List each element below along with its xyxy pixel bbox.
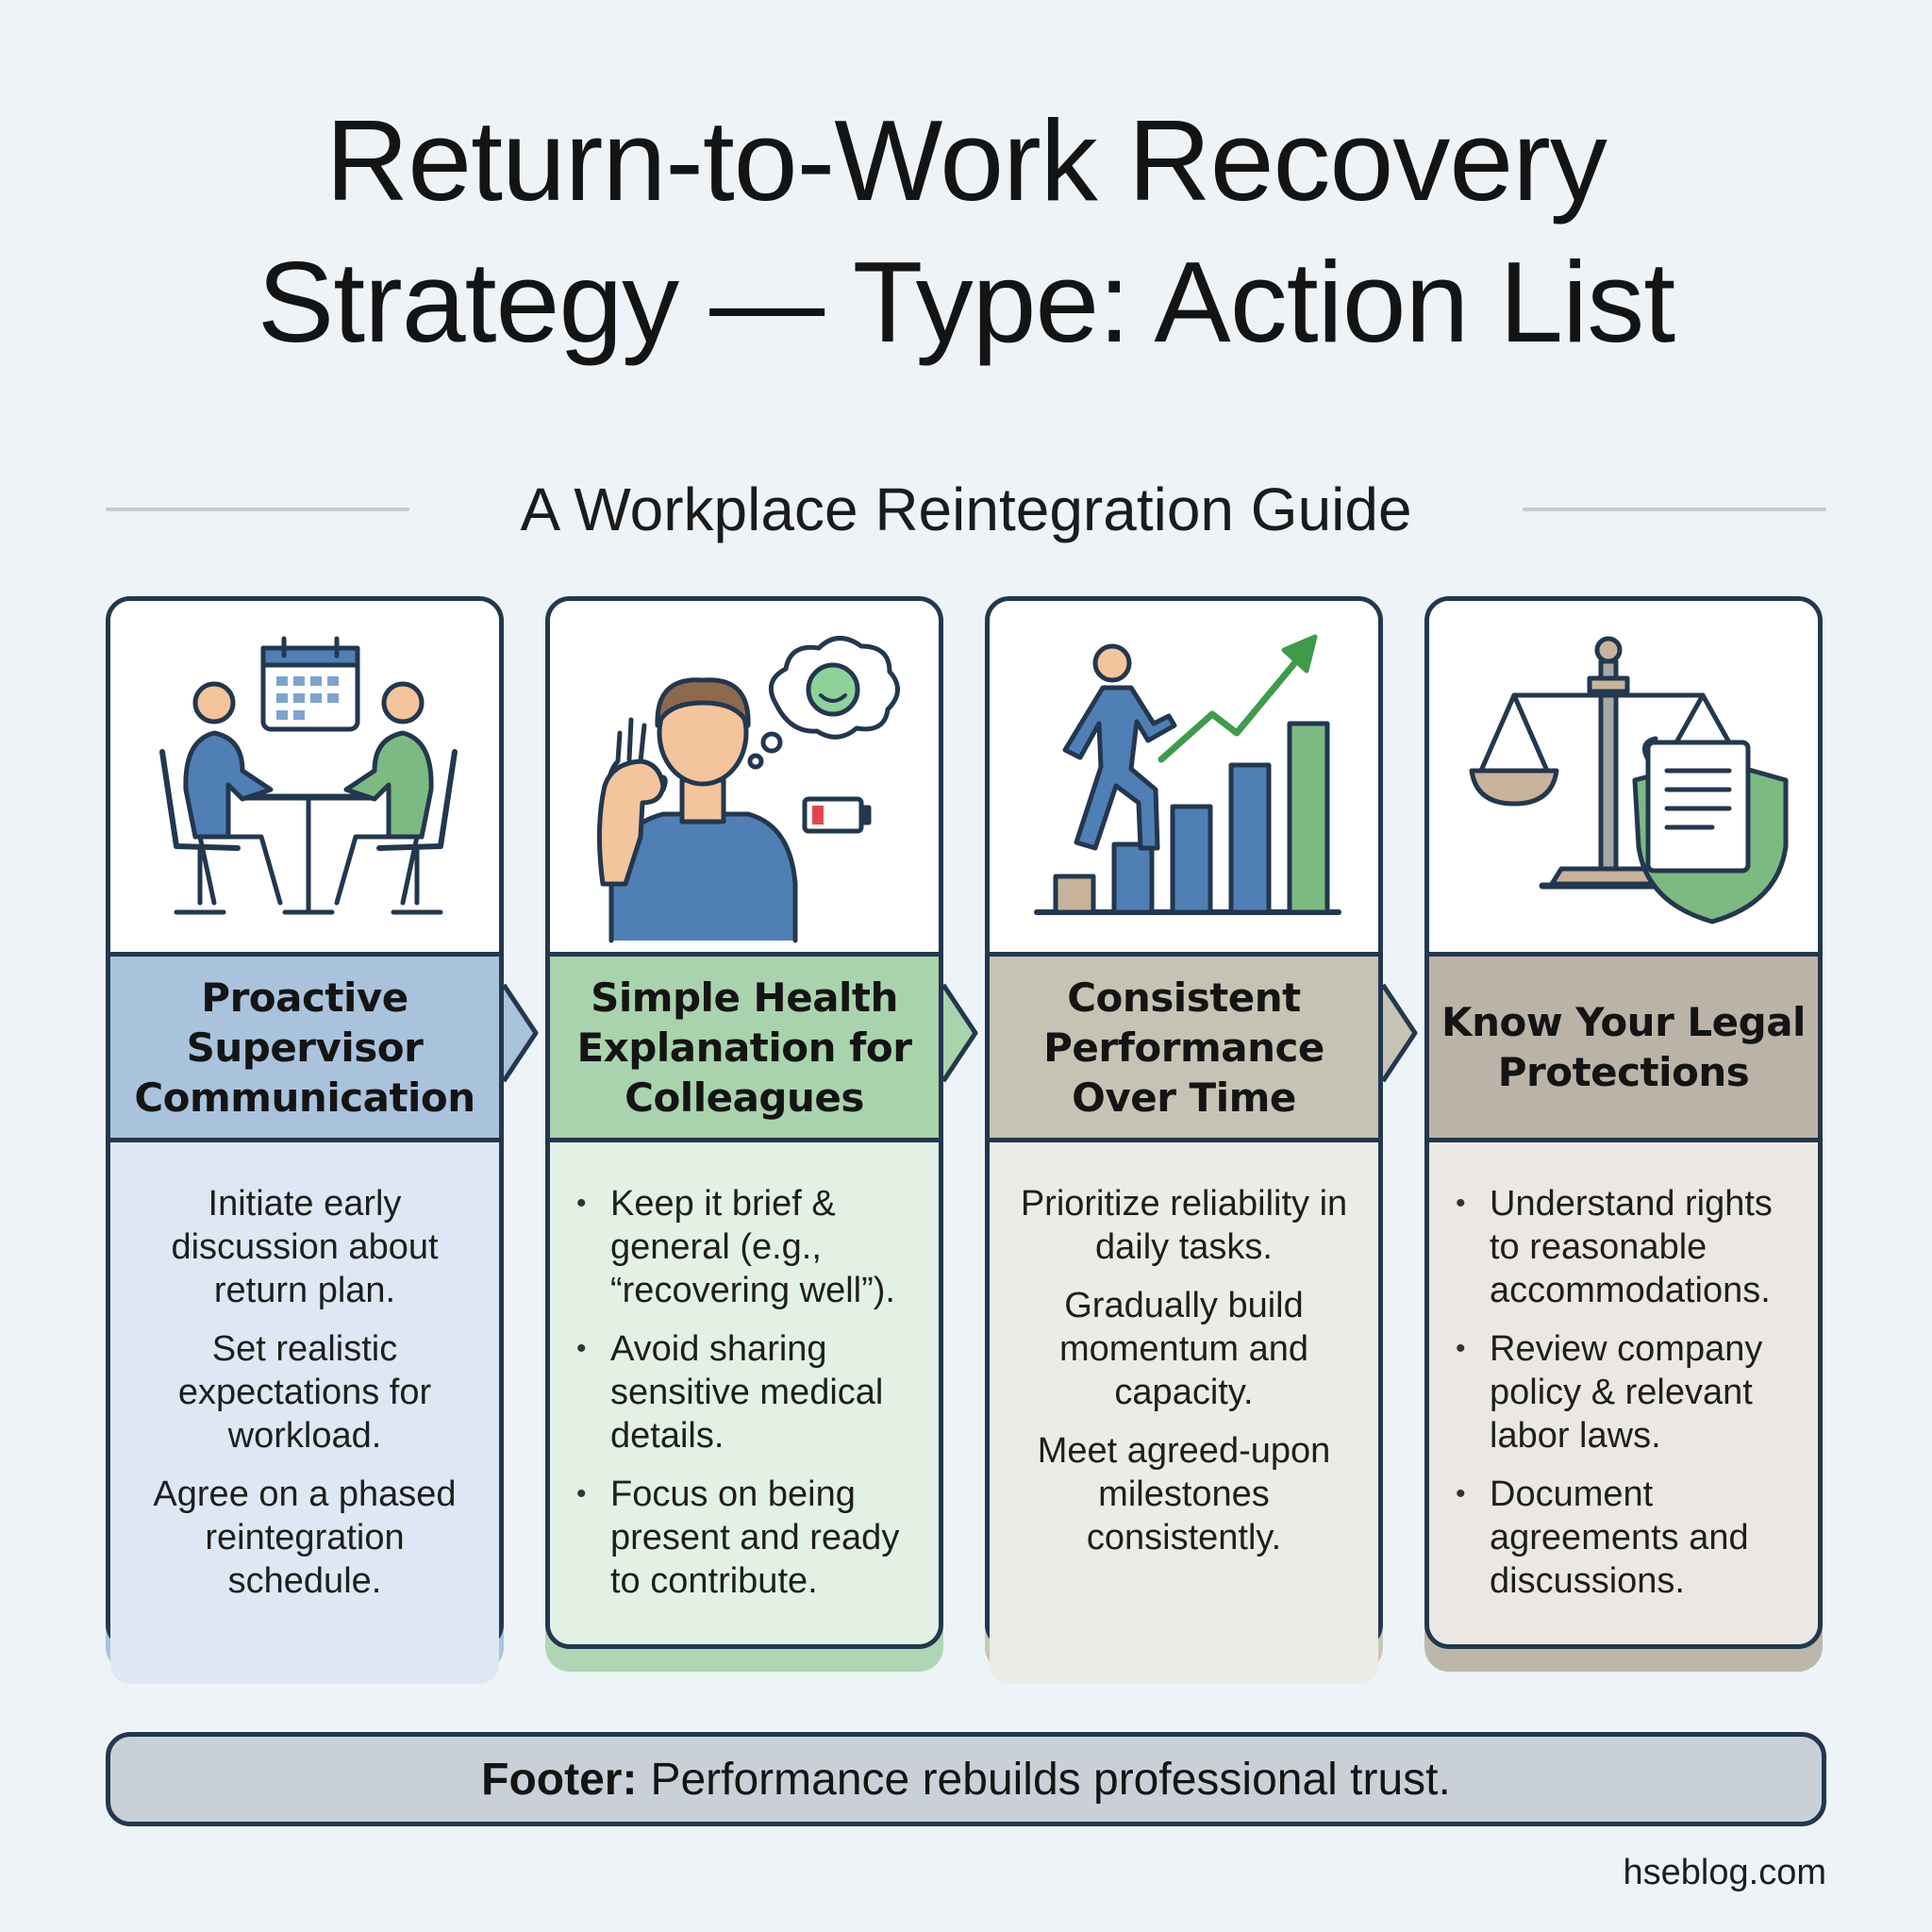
chevron-right-icon [1383,983,1418,1083]
scales-of-justice-icon [1469,636,1789,924]
card-1-item-1: Initiate early discussion about return p… [171,1184,439,1310]
footer-label: Footer: [481,1754,638,1805]
card-3-item-3: Meet agreed-upon milestones consistently… [1037,1431,1331,1557]
site-credit: hseblog.com [1623,1853,1826,1892]
card-2-body: Keep it brief & general (e.g., “recoveri… [550,1142,939,1644]
subtitle-row: A Workplace Reintegration Guide [106,472,1826,547]
card-2-title-band: Simple Health Explanation for Colleagues [550,952,939,1142]
card-4-list: Understand rights to reasonable accommod… [1429,1142,1818,1603]
footer-text: Performance rebuilds professional trust. [650,1754,1451,1805]
card-4-item-3: Document agreements and discussions. [1456,1473,1797,1603]
card-health-explanation: Simple Health Explanation for Colleagues… [545,596,943,1649]
card-1-icon-area [110,601,499,952]
chevron-right-icon [504,983,539,1083]
card-1-item-2: Set realistic expectations for workload. [177,1329,432,1456]
card-4-title-band: Know Your Legal Protections [1429,952,1818,1142]
page-title: Return-to-Work Recovery Strategy — Type:… [0,90,1932,373]
card-1-body: Initiate early discussion about return p… [110,1142,499,1684]
chevron-right-icon [943,983,978,1083]
card-supervisor-communication: Proactive Supervisor Communication Initi… [106,596,504,1684]
title-line-2: Strategy — Type: Action List [257,238,1675,366]
card-2-icon-area [550,601,939,952]
card-1-title: Proactive Supervisor Communication [134,974,475,1121]
card-3-title: Consistent Performance Over Time [1043,974,1324,1121]
supervisor-meeting-icon [159,636,458,915]
title-line-1: Return-to-Work Recovery [325,96,1607,225]
card-3-item-2: Gradually build momentum and capacity. [1058,1286,1308,1412]
card-consistent-performance: Consistent Performance Over Time Priorit… [985,596,1383,1684]
card-1-item-3: Agree on a phased reintegration schedule… [153,1474,457,1601]
footer-banner: Footer: Performance rebuilds professiona… [106,1732,1826,1826]
growth-chart-icon [1034,634,1341,915]
card-3-body: Prioritize reliability in daily tasks. G… [990,1142,1378,1684]
card-2-item-2: Avoid sharing sensitive medical details. [576,1327,918,1457]
subtitle-rule-left [106,508,409,511]
card-3-icon-area [990,601,1378,952]
card-3-title-band: Consistent Performance Over Time [990,952,1378,1142]
subtitle: A Workplace Reintegration Guide [520,475,1412,543]
card-1-title-band: Proactive Supervisor Communication [110,952,499,1142]
card-2-list: Keep it brief & general (e.g., “recoveri… [550,1142,939,1603]
subtitle-rule-right [1523,508,1826,511]
card-4-item-2: Review company policy & relevant labor l… [1456,1327,1797,1457]
card-2-title: Simple Health Explanation for Colleagues [576,974,912,1121]
card-4-item-1: Understand rights to reasonable accommod… [1456,1182,1797,1312]
card-4-icon-area [1429,601,1818,952]
card-2-item-1: Keep it brief & general (e.g., “recoveri… [576,1182,918,1312]
card-2-item-3: Focus on being present and ready to cont… [576,1473,918,1603]
card-4-body: Understand rights to reasonable accommod… [1429,1142,1818,1644]
card-legal-protections: Know Your Legal Protections Understand r… [1424,596,1823,1649]
card-3-item-1: Prioritize reliability in daily tasks. [1020,1184,1348,1267]
person-ok-gesture-icon [596,636,900,943]
card-4-title: Know Your Legal Protections [1441,999,1806,1095]
